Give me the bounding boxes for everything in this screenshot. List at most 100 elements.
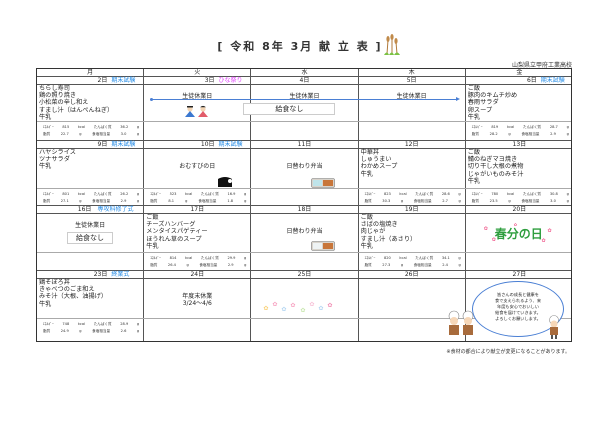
menu-item: ほうれん草のスープ xyxy=(146,235,202,243)
date-cell: 11日 xyxy=(251,141,359,148)
week-4-menu-row: 鶏そぼろ丼 きゃべつのごま和え みそ汁（大根、油揚げ） 牛乳 年度末休業 3/2… xyxy=(37,279,571,319)
menu-item: 肉じゃが xyxy=(360,228,386,236)
weekday-thu: 木 xyxy=(359,69,466,76)
fat-label: 脂質 xyxy=(471,199,479,203)
menu-item: 牛乳 xyxy=(146,242,159,250)
salt-value: 3.0 xyxy=(120,132,127,136)
energy-value: 820 xyxy=(383,256,391,260)
salt-value: 2.7 xyxy=(442,199,448,203)
salt-value: 2.9 xyxy=(550,132,556,136)
menu-item: ご飯 xyxy=(146,214,159,221)
weekday-header-row: 月 火 水 木 金 xyxy=(37,69,571,77)
menu-cell: 春分の日 ✿ ✿ ✿ ✿ ✿ xyxy=(466,214,573,252)
tsukushi-icon xyxy=(384,34,400,55)
menu-item: 豚肉のキムチ炒め xyxy=(467,92,518,100)
protein-label: たんぱく質 xyxy=(415,192,434,196)
nutrition-cell xyxy=(251,189,359,205)
protein-value: 36.2 xyxy=(120,125,129,129)
flowers-icon: ✿ ✿ ✿ ✿ ✿ ✿ ✿ ✿ xyxy=(263,301,333,314)
week-3-menu-row: 生徒休業日 給食なし ご飯 チーズハンバーグ メンタイスパゲティー ほうれん草の… xyxy=(37,214,571,253)
menu-item: 牛乳 xyxy=(360,242,373,250)
weekday-wed: 水 xyxy=(251,69,359,76)
date-label: 6日 xyxy=(526,77,537,84)
unit: g xyxy=(566,125,569,129)
protein-label: たんぱく質 xyxy=(200,256,219,260)
fat-label: 脂質 xyxy=(364,263,372,267)
nutrition-cell xyxy=(359,122,466,140)
salt-label: 食塩相当量 xyxy=(92,199,111,203)
energy-label: ｴﾈﾙｷﾞｰ xyxy=(471,192,483,196)
menu-item: 牛乳 xyxy=(39,300,52,308)
menu-item: 中華丼 xyxy=(360,149,380,156)
unit: g xyxy=(458,192,461,196)
unit: g xyxy=(566,199,569,203)
nutrition-cell xyxy=(144,319,252,341)
cook-icon xyxy=(549,315,559,339)
week-4-date-row: 23日終業式 24日 25日 26日 27日 xyxy=(37,271,571,279)
fat-value: 26.4 xyxy=(167,263,176,267)
salt-value: 2.6 xyxy=(120,329,127,333)
event-label: 期末試験 xyxy=(111,77,136,84)
menu-item: メンタイスパゲティー xyxy=(146,228,208,236)
protein-value: 26.2 xyxy=(120,192,129,196)
unit: g xyxy=(244,256,247,260)
date-cell: 10日期末試験 xyxy=(144,141,252,148)
bento-note: 日替わり弁当 xyxy=(286,163,323,170)
unit: g xyxy=(136,125,140,129)
menu-item: すまし汁（あさり） xyxy=(360,235,417,243)
salt-value: 2.9 xyxy=(227,263,234,267)
protein-label: たんぱく質 xyxy=(93,192,112,196)
menu-cell: おむすびの日 xyxy=(144,149,252,188)
date-cell: 4日 xyxy=(251,77,359,84)
holiday-note: 生徒休業日 xyxy=(182,93,213,100)
date-label: 23日 xyxy=(93,271,108,278)
fat-label: 脂質 xyxy=(150,263,158,267)
date-cell: 26日 xyxy=(359,271,466,278)
date-label: 13日 xyxy=(512,141,527,148)
protein-value: 34.1 xyxy=(441,256,450,260)
year-end-break-note: 年度末休業 xyxy=(182,293,213,300)
energy-label: ｴﾈﾙｷﾞｰ xyxy=(43,125,54,129)
fat-value: 30.3 xyxy=(382,199,391,203)
date-cell: 16日専攻科修了式 xyxy=(37,206,145,213)
bento-note: 日替わり弁当 xyxy=(286,228,323,235)
date-cell: 2日期末試験 xyxy=(37,77,145,84)
salt-value: 2.4 xyxy=(442,263,448,267)
date-label: 20日 xyxy=(512,206,527,213)
protein-value: 30.8 xyxy=(549,192,558,196)
energy-value: 815 xyxy=(62,125,70,129)
event-label: 期末試験 xyxy=(540,77,565,84)
unit: g xyxy=(186,263,189,267)
date-cell: 27日 xyxy=(466,271,573,278)
energy-unit: kcal xyxy=(506,125,515,129)
menu-cell: 生徒休業日 xyxy=(144,85,252,121)
energy-value: 748 xyxy=(62,322,70,326)
no-meal-label: 給食なし xyxy=(67,232,113,244)
unit: g xyxy=(458,199,461,203)
unit: g xyxy=(508,199,511,203)
date-label: 4日 xyxy=(299,77,310,84)
event-label: 期末試験 xyxy=(111,141,136,148)
message-line: 給食を届けていきます。 xyxy=(495,310,541,315)
energy-label: ｴﾈﾙｷﾞｰ xyxy=(150,192,161,196)
menu-item: ご飯 xyxy=(360,214,373,221)
menu-item: ご飯 xyxy=(467,85,481,92)
cooks-icon xyxy=(448,310,474,335)
menu-item: 牛乳 xyxy=(39,113,52,121)
unit: g xyxy=(508,132,511,136)
menu-item: ちらし寿司 xyxy=(39,85,70,92)
fat-label: 脂質 xyxy=(471,132,479,136)
date-cell: 18日 xyxy=(251,206,359,213)
message-line: 食で支えられるよう、来 xyxy=(494,298,542,303)
menu-item: きゃべつのごま和え xyxy=(39,286,95,294)
unit: g xyxy=(136,322,140,326)
menu-calendar: 月 火 水 木 金 2日期末試験 3日ひな祭り 4日 5日 6日期末試験 ちらし… xyxy=(36,68,572,342)
energy-value: 780 xyxy=(491,192,499,196)
menu-item: 牛乳 xyxy=(467,113,481,121)
hina-dolls-icon xyxy=(185,105,209,117)
date-cell: 19日 xyxy=(359,206,466,213)
protein-label: たんぱく質 xyxy=(200,192,219,196)
